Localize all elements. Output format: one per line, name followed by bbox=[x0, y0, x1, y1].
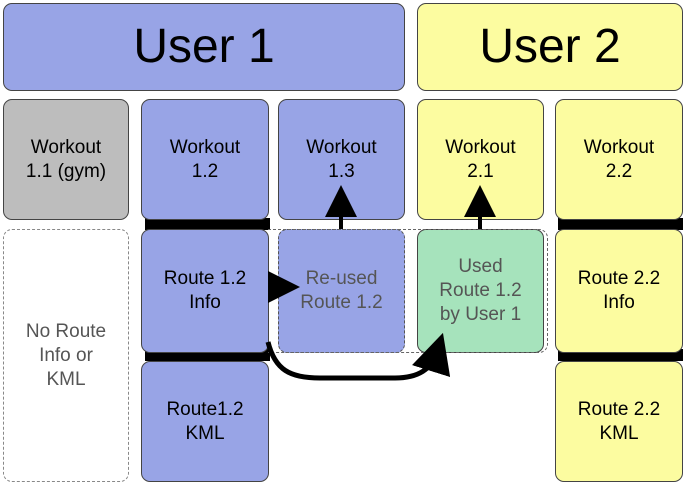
user1-header: User 1 bbox=[3, 3, 405, 91]
route-1-2-kml: Route1.2 KML bbox=[141, 361, 269, 482]
used-route-1-2-by-user-1: Used Route 1.2 by User 1 bbox=[417, 229, 544, 353]
workout-2-2: Workout 2.2 bbox=[555, 99, 683, 220]
connector-w22-route bbox=[558, 218, 683, 230]
user2-header: User 2 bbox=[417, 3, 683, 91]
connector-w12-route bbox=[145, 218, 270, 230]
workout-1-2: Workout 1.2 bbox=[141, 99, 269, 220]
route-2-2-info: Route 2.2 Info bbox=[555, 229, 683, 353]
workout-1-3: Workout 1.3 bbox=[278, 99, 405, 220]
route-2-2-kml: Route 2.2 KML bbox=[555, 361, 683, 482]
no-route-box: No Route Info or KML bbox=[3, 229, 129, 482]
arrow-info-to-used-curve bbox=[265, 332, 451, 381]
workout-1-1: Workout 1.1 (gym) bbox=[3, 99, 129, 220]
